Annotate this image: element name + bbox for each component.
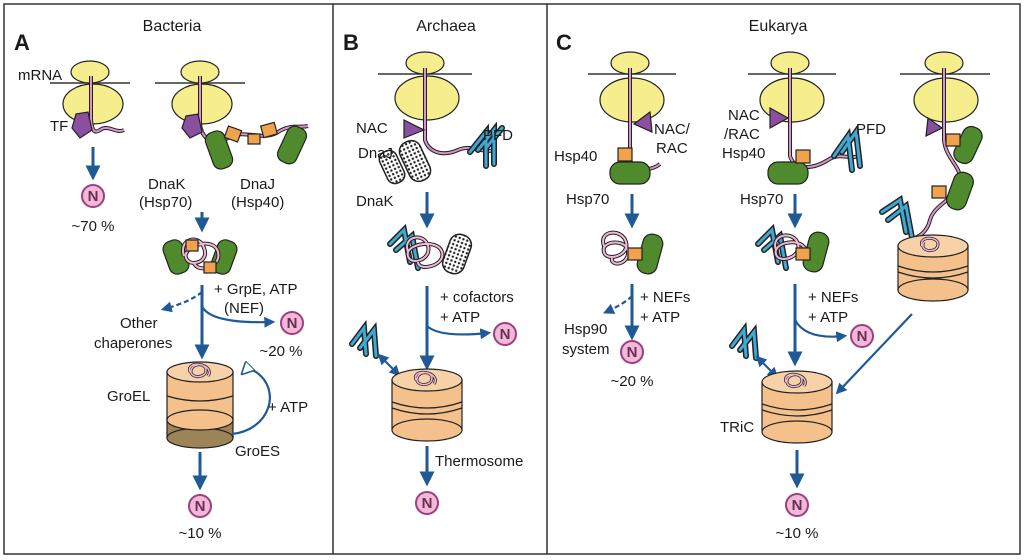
tric-chaperonin <box>761 370 833 444</box>
native-protein-c3: N <box>785 493 809 517</box>
hsp70-label-c1: Hsp70 <box>566 191 609 208</box>
pfd-label-c2: PFD <box>856 121 886 138</box>
nef-label: (NEF) <box>224 300 264 317</box>
grpe-atp-label: + GrpE, ATP <box>214 281 298 298</box>
hsp70-label-c2: Hsp70 <box>740 191 783 208</box>
nac-label-c2: NAC <box>728 107 760 124</box>
ribosome-dnak <box>155 60 309 170</box>
mrna-label: mRNA <box>18 67 62 84</box>
figure-frame <box>3 3 1021 555</box>
dnak-label: DnaK <box>148 176 186 193</box>
archaea-intermediate <box>387 223 473 275</box>
pfd-released-c <box>729 321 759 361</box>
hsp40-label-c2: Hsp40 <box>722 145 765 162</box>
chaperones-label: chaperones <box>94 335 172 352</box>
native-protein-b1: N <box>493 322 517 346</box>
ribosome-tf <box>50 60 130 139</box>
dnak-label-b: DnaK <box>356 193 394 210</box>
pfd-released-b <box>349 319 379 359</box>
native-protein-a3: N <box>188 494 212 518</box>
cofactors-label: + cofactors <box>440 289 514 306</box>
yield-10-a: ~10 % <box>179 525 222 542</box>
arrow-hsp90 <box>602 295 633 314</box>
hsp70-substrate-c1 <box>601 230 664 275</box>
dnaj-label: DnaJ <box>240 176 275 193</box>
panel-letter-c: C <box>556 30 572 55</box>
yield-20-a: ~20 % <box>260 343 303 360</box>
panel-letter-a: A <box>14 30 30 55</box>
native-protein-a1: N <box>81 184 105 208</box>
dnaj-label-b: DnaJ <box>358 145 393 162</box>
ribosome-nac-hsp70 <box>588 51 676 185</box>
tric-label: TRiC <box>720 419 754 436</box>
yield-70: ~70 % <box>72 218 115 235</box>
hsp70-paren-label: (Hsp70) <box>139 194 192 211</box>
yield-10-c: ~10 % <box>776 525 819 542</box>
hsp40-label-c1: Hsp40 <box>554 148 597 165</box>
panel-title-bacteria: Bacteria <box>143 18 202 35</box>
slash-rac-label-c2: /RAC <box>724 126 760 143</box>
hsp70-pfd-substrate-c2 <box>755 223 830 273</box>
native-protein-c2: N <box>850 324 874 348</box>
dnak-substrate-complex <box>162 237 238 275</box>
svg-text:N: N <box>88 188 99 205</box>
panel-letter-b: B <box>343 30 359 55</box>
tric-cotranslational <box>897 234 969 302</box>
nac-label-b: NAC <box>356 120 388 137</box>
ribosome-nac-archaea <box>378 51 505 185</box>
atp-label-b: + ATP <box>440 309 480 326</box>
thermosome-label: Thermosome <box>435 453 523 470</box>
native-protein-b2: N <box>415 491 439 515</box>
native-protein-a2: N <box>280 311 304 335</box>
svg-text:N: N <box>422 495 433 512</box>
arrow-pfd-exchange-b <box>377 353 401 377</box>
pfd-label-b: PFD <box>483 127 513 144</box>
panel-bacteria: A Bacteria mRNA TF N ~70 % <box>14 18 309 542</box>
svg-text:N: N <box>792 497 803 514</box>
arrow-other-chaperones <box>160 291 203 313</box>
nac-rac-label-c1: NAC/ <box>654 121 691 138</box>
system-label: system <box>562 341 610 358</box>
arrow-c2-native <box>794 319 848 343</box>
native-protein-c1: N <box>620 340 644 364</box>
hsp90-label: Hsp90 <box>564 321 607 338</box>
atp-label-c1: + ATP <box>640 309 680 326</box>
groel-groes-complex <box>166 361 234 449</box>
atp-label-a: + ATP <box>268 399 308 416</box>
arrow-cotranslational-to-tric <box>835 313 913 395</box>
rac-label-c1: RAC <box>656 140 688 157</box>
thermosome <box>391 368 463 442</box>
tf-label: TF <box>50 118 68 135</box>
yield-20-c: ~20 % <box>611 373 654 390</box>
panel-archaea: B Archaea NAC DnaJ DnaK PFD + cofactors … <box>343 18 523 515</box>
panel-title-eukarya: Eukarya <box>749 18 808 35</box>
svg-text:N: N <box>627 344 638 361</box>
svg-text:N: N <box>287 315 298 332</box>
panel-title-archaea: Archaea <box>416 18 476 35</box>
other-label: Other <box>120 315 158 332</box>
hsp40-paren-label: (Hsp40) <box>231 194 284 211</box>
svg-text:N: N <box>195 498 206 515</box>
atp-label-c2: + ATP <box>808 309 848 326</box>
atp-cycle-arrow <box>231 370 271 436</box>
groel-label: GroEL <box>107 388 150 405</box>
svg-text:N: N <box>857 328 868 345</box>
svg-text:N: N <box>500 326 511 343</box>
ribosome-cotranslational <box>879 51 990 242</box>
nefs-label-c2: + NEFs <box>808 289 858 306</box>
arrow-pfd-exchange-c <box>755 355 779 379</box>
ribosome-nac-pfd <box>748 51 863 185</box>
nefs-label-c1: + NEFs <box>640 289 690 306</box>
trigger-factor <box>71 111 93 139</box>
arrow-dnak-native <box>200 305 276 328</box>
panel-eukarya: C Eukarya Hsp40 NAC/ RAC Hsp70 + NEFs + … <box>554 18 990 542</box>
groes-label: GroES <box>235 443 280 460</box>
arrow-b-native <box>426 325 492 340</box>
